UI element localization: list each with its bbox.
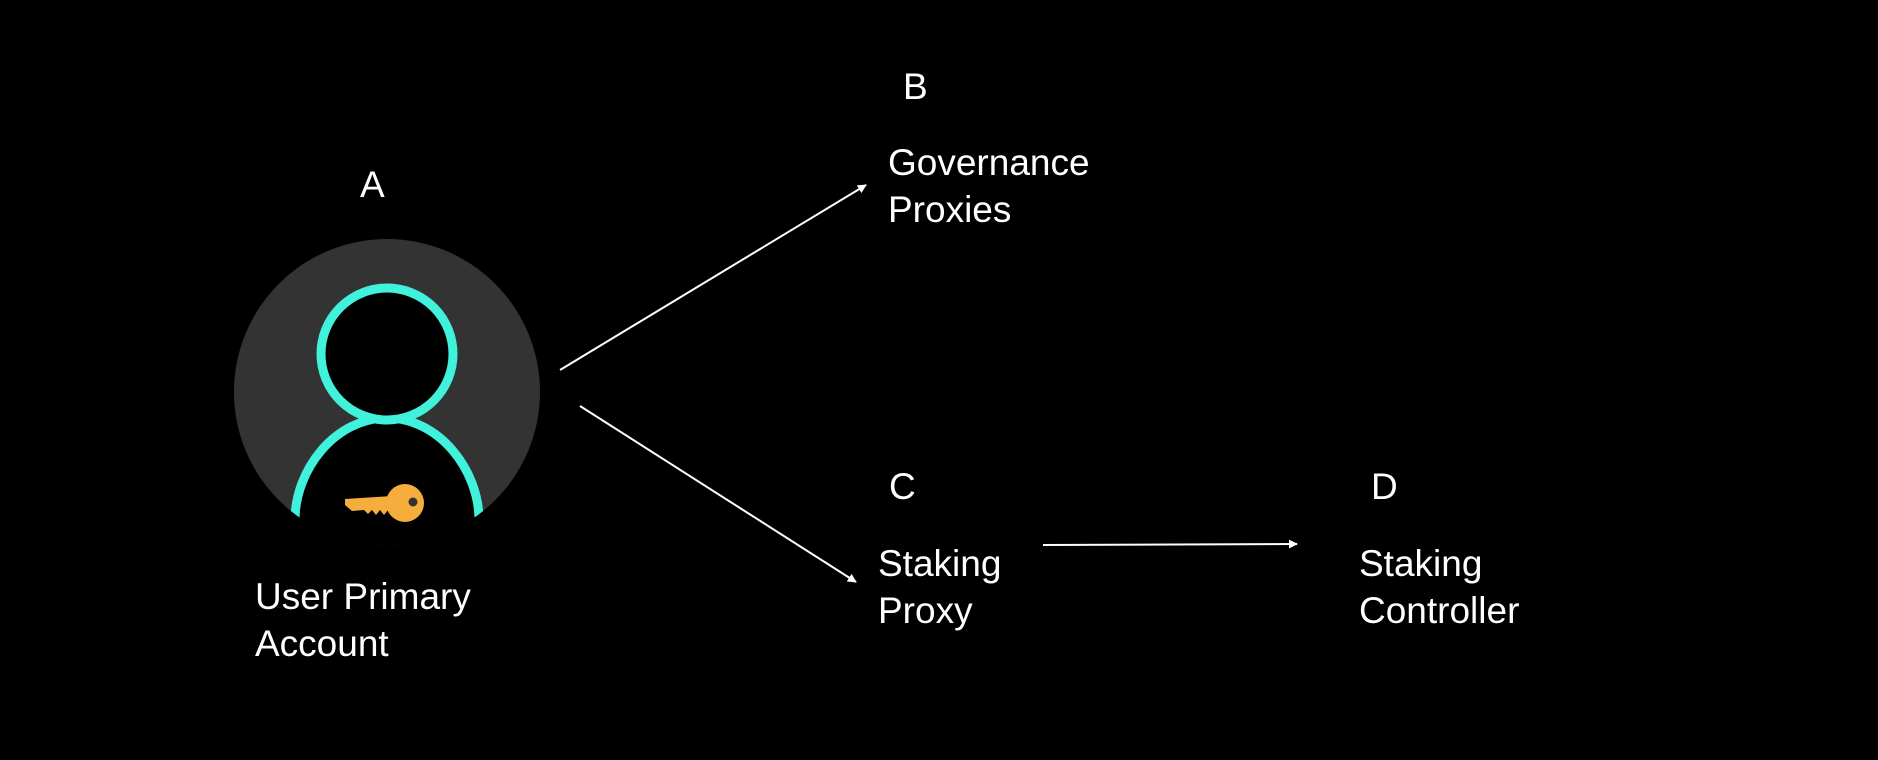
arrow-a-to-b — [559, 184, 867, 371]
arrow-a-to-c — [579, 405, 857, 583]
node-a-letter: A — [360, 164, 385, 205]
node-d-label: Staking Controller — [1359, 540, 1519, 634]
key-icon — [345, 484, 424, 522]
node-d-label-line-2: Controller — [1359, 590, 1520, 631]
node-b-label-line-2: Proxies — [888, 189, 1012, 230]
node-a-label-line-1: User Primary — [255, 576, 471, 617]
node-a-label: User Primary Account — [255, 573, 471, 667]
arrow-c-to-d — [1042, 539, 1298, 549]
node-b-label: Governance Proxies — [888, 139, 1090, 233]
node-b-letter: B — [903, 66, 928, 107]
node-b-label-line-1: Governance — [888, 142, 1090, 183]
user-with-key-icon — [234, 239, 540, 545]
node-c-label-line-1: Staking — [878, 543, 1002, 584]
node-d-label-line-1: Staking — [1359, 543, 1483, 584]
node-a-label-line-2: Account — [255, 623, 389, 664]
user-head-outline — [316, 283, 458, 425]
node-c-label: Staking Proxy — [878, 540, 1001, 634]
node-c-label-line-2: Proxy — [878, 590, 973, 631]
node-d-letter: D — [1371, 466, 1398, 507]
node-c-letter: C — [889, 466, 916, 507]
